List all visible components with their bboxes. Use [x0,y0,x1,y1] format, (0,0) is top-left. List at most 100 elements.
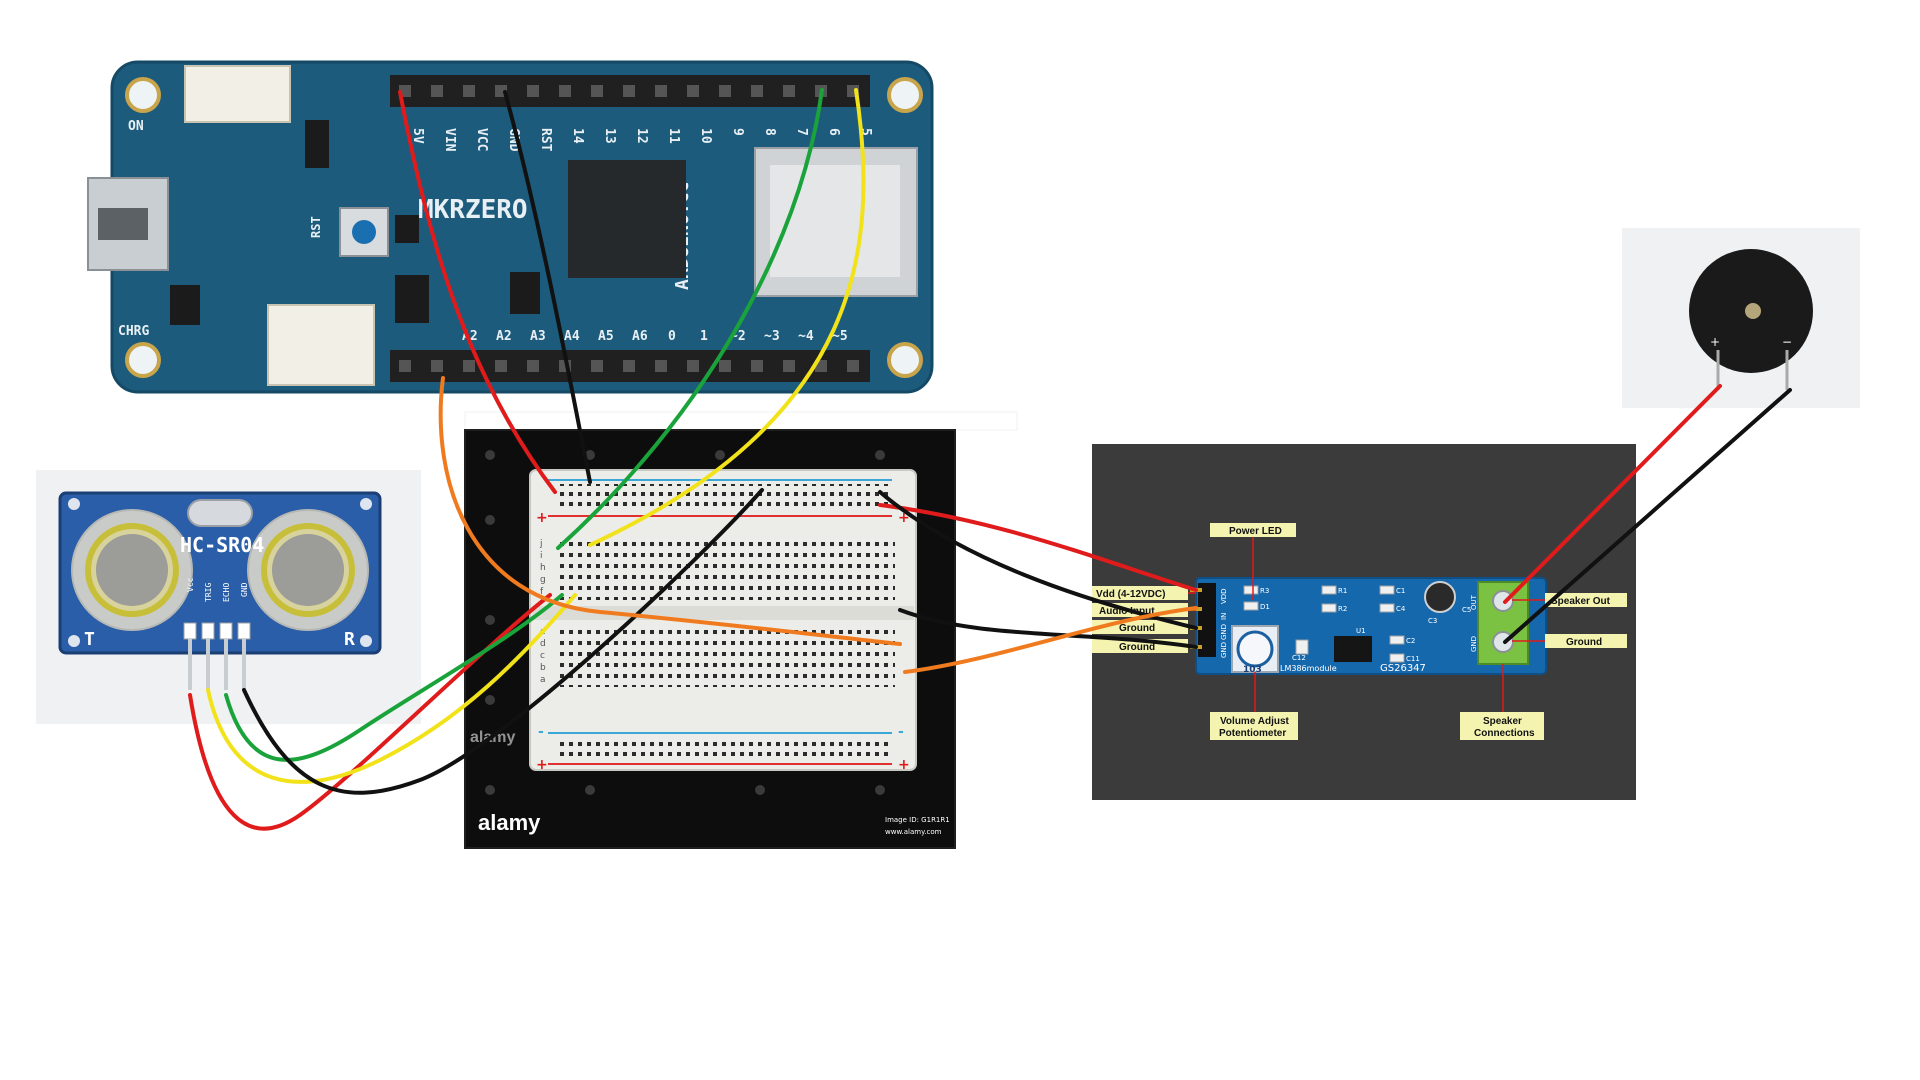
image-id: Image ID: G1R1R1 [885,816,950,824]
part-label: D1 [1260,603,1270,611]
wire-d6 [556,88,824,550]
lm386-chip [1334,636,1372,662]
sensor-model: HC-SR04 [180,533,264,557]
buzzer-plus: + [1710,335,1720,349]
row-letter: d [540,639,546,649]
lm386-amplifier-photo: VDD IN GND GND OUT GND 103 [1092,444,1636,800]
rail-plus: + [898,757,910,773]
wire-a2 [438,376,902,646]
wires [188,88,1792,831]
row-letter: i [540,551,543,561]
rail-minus: - [538,724,544,740]
volume-potentiometer: 103 [1231,625,1279,675]
row-letter: j [539,539,543,549]
row-letter: h [540,563,546,573]
part-label: R3 [1260,587,1269,595]
label-speaker: Speaker [1483,716,1522,727]
pin-label: 7 [794,128,809,136]
wire-buzzer-minus [1503,388,1792,644]
sensor-pin-label: Vcc [186,577,195,592]
buzzer-minus: − [1782,335,1792,349]
pot-code: 103 [1243,665,1262,675]
arduino-mkrzero-board: 5V VIN VCC GND RST 14 13 12 11 10 9 8 7 … [87,60,934,394]
amp-pin-label: IN [1220,613,1228,620]
rail-plus: + [536,757,548,773]
label-ground-2: Ground [1119,642,1155,653]
alamy-site: www.alamy.com [885,828,942,836]
pin-label: 10 [698,128,713,144]
pin-label: RST [538,128,553,152]
amp-pin-label: GND [1470,636,1478,652]
amp-pin-label: OUT [1470,594,1478,610]
pin-label: A2 [496,329,512,344]
part-label: C3 [1428,617,1437,625]
wire-amp-gnd2 [898,608,1198,649]
rail-minus: - [898,724,904,740]
part-label: C12 [1292,654,1306,662]
sensor-pin-label: GND [240,582,249,597]
pin-label: A5 [598,329,614,344]
wire-d5 [588,88,866,547]
label-connections: Connections [1474,728,1535,739]
pin-label: 6 [826,128,841,136]
pin-label: 1 [700,329,708,344]
pin-label: 14 [570,128,585,144]
pin-label: 9 [730,128,745,136]
amp-pin-label: VDD [1220,588,1228,604]
wire-sensor-trig [206,593,577,784]
pin-label: 0 [668,329,676,344]
pin-label: 12 [634,128,649,144]
annotation-labels: Power LED Vdd (4-12VDC) Audio Input Grou… [1092,523,1627,740]
label-ground-right: Ground [1566,637,1602,648]
hc-sr04-sensor: HC-SR04 T R Vcc TRIG ECHO GND [36,470,421,724]
wire-gnd [503,90,592,484]
label-ground-1: Ground [1119,623,1155,634]
pin-label: ~3 [764,329,780,344]
pin-label: A4 [564,329,580,344]
module-name: LM386module [1280,664,1337,673]
part-label: C1 [1396,587,1405,595]
wire-amp-vdd [878,503,1198,592]
part-label: R2 [1338,605,1347,613]
pin-label: 11 [666,128,681,144]
part-label: U1 [1356,627,1366,635]
label-speaker-out: Speaker Out [1551,596,1611,607]
pin-label: ~4 [798,329,814,344]
wire-buzzer-plus [1503,384,1722,604]
sensor-pin-label: TRIG [204,583,213,602]
row-letter: g [540,575,546,585]
label-volume: Volume Adjust [1220,716,1290,727]
wire-amp-audio [903,606,1198,674]
transmitter-transducer [71,509,193,631]
part-label: C5 [1462,606,1471,614]
r-label: R [344,629,355,650]
label-power-led: Power LED [1229,526,1282,537]
pin-label: VIN [442,128,457,152]
wire-5v [398,90,557,494]
label-vdd: Vdd (4-12VDC) [1096,589,1165,600]
pin-label: 5V [410,128,425,144]
pin-label: A3 [530,329,546,344]
part-label: C2 [1406,637,1415,645]
part-label: R1 [1338,587,1347,595]
module-code: GS26347 [1380,663,1426,674]
row-letter: a [540,675,546,685]
jst-connector [267,304,375,386]
piezo-buzzer: + − [1622,228,1860,408]
part-label: C11 [1406,655,1420,663]
crystal [187,499,253,527]
capacitor [1424,581,1456,613]
part-label: C4 [1396,605,1406,613]
pin-label: 13 [602,128,617,144]
row-letter: c [540,651,545,661]
t-label: T [84,629,95,650]
pin-label: VCC [474,128,489,151]
pin-label: 8 [762,128,777,136]
pin-label: A6 [632,329,648,344]
battery-connector [184,65,291,123]
chrg-label: CHRG [118,324,149,339]
mcu-chip [568,160,686,278]
label-potentiometer: Potentiometer [1219,728,1286,739]
rail-plus: + [898,510,910,526]
